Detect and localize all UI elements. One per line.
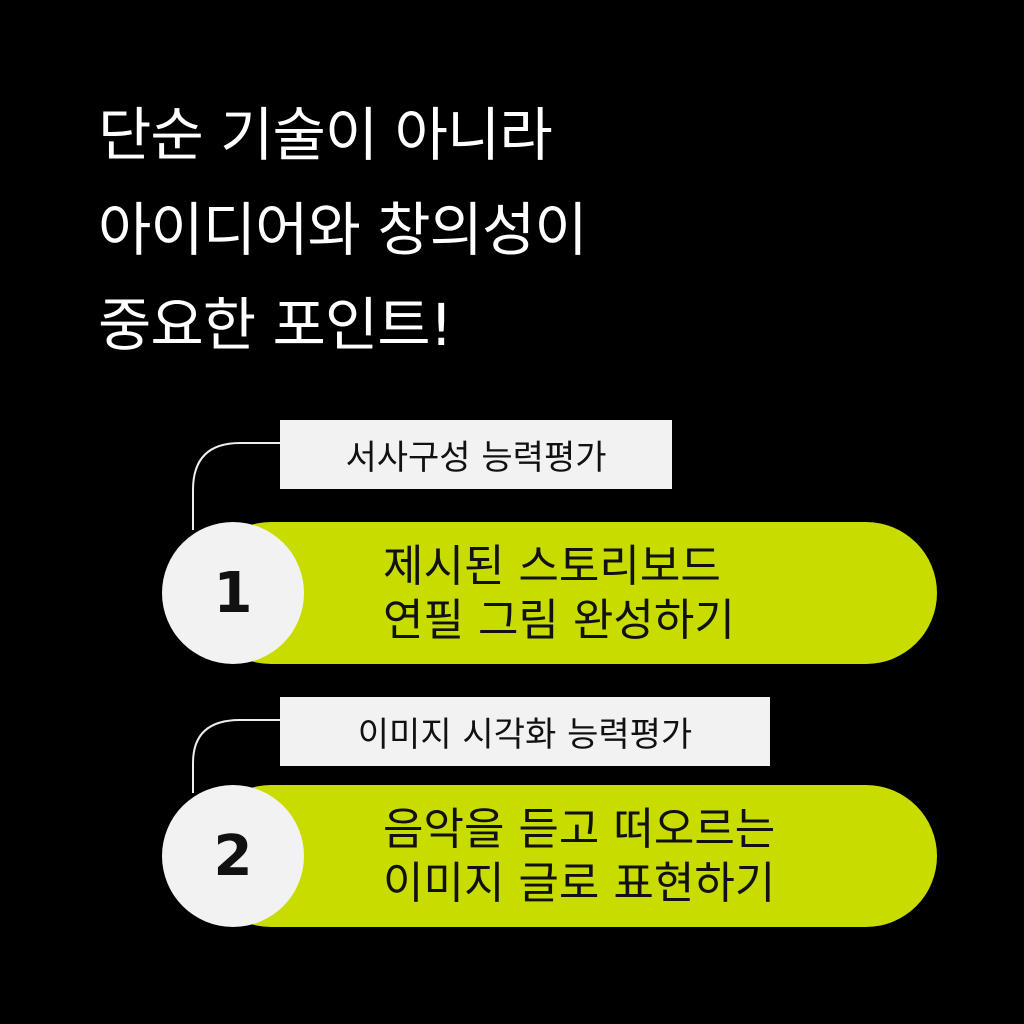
item-text-1: 제시된 스토리보드 연필 그림 완성하기 xyxy=(383,540,735,648)
item-pill-1 xyxy=(200,522,937,664)
category-label-1: 서사구성 능력평가 xyxy=(280,420,672,489)
item-line: 음악을 듣고 떠오르는 xyxy=(383,804,776,855)
item-line: 이미지 글로 표현하기 xyxy=(383,858,776,909)
item-text-2: 음악을 듣고 떠오르는 이미지 글로 표현하기 xyxy=(383,803,775,911)
headline: 단순 기술이 아니라 아이디어와 창의성이 중요한 포인트! xyxy=(98,88,588,373)
number-badge-1: 1 xyxy=(162,522,304,664)
category-label-2: 이미지 시각화 능력평가 xyxy=(280,697,770,766)
item-line: 제시된 스토리보드 xyxy=(383,541,721,592)
item-line: 연필 그림 완성하기 xyxy=(383,595,735,646)
item-pill-2 xyxy=(200,785,937,927)
headline-line: 중요한 포인트! xyxy=(98,291,453,359)
connector-line-1 xyxy=(192,442,280,530)
connector-line-2 xyxy=(192,719,280,793)
headline-line: 아이디어와 창의성이 xyxy=(98,196,588,264)
headline-line: 단순 기술이 아니라 xyxy=(98,101,553,169)
number-badge-2: 2 xyxy=(162,785,304,927)
